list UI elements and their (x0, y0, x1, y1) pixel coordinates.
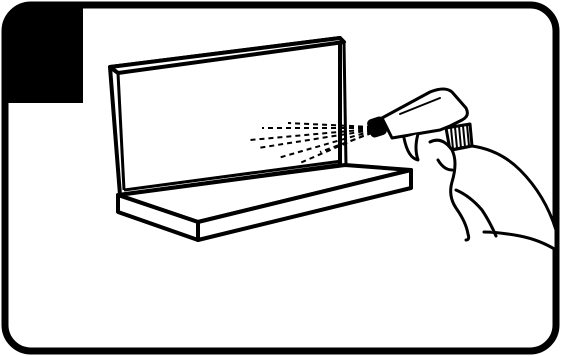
spray-bottle-icon (367, 87, 558, 252)
corner-marker-icon (8, 8, 83, 103)
hand-icon (428, 138, 498, 242)
spray-mist-icon (249, 122, 373, 164)
